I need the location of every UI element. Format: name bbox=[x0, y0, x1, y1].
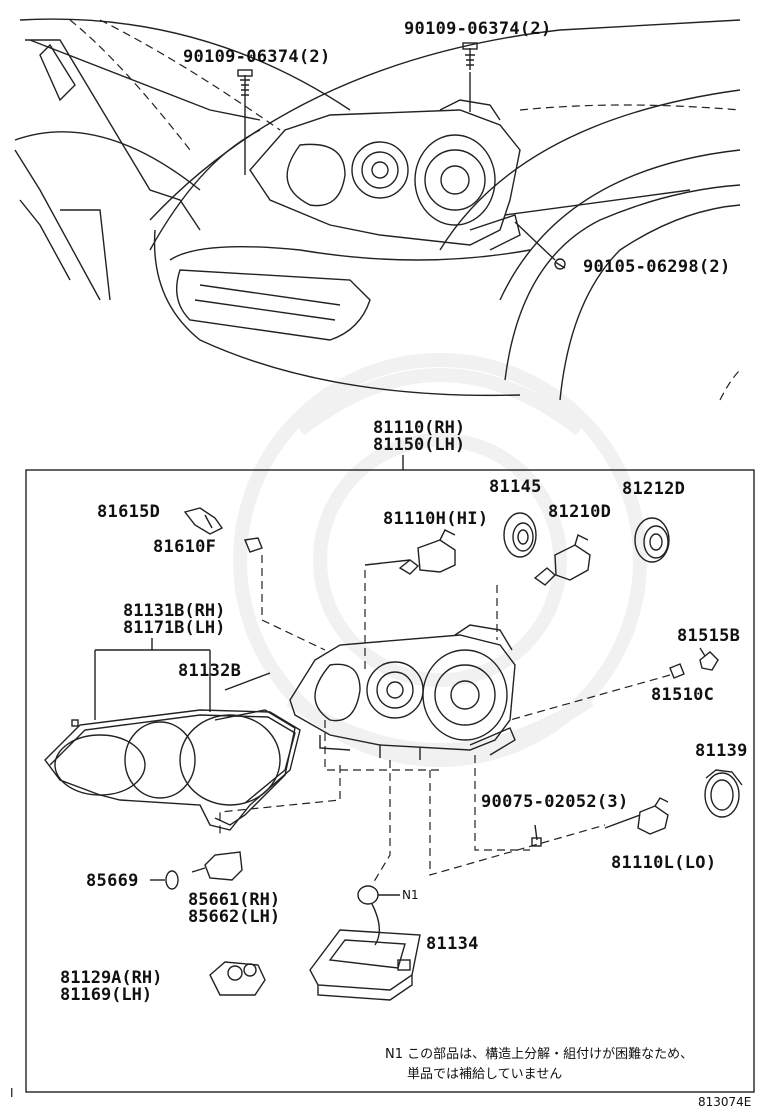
label-90075: 90075-02052(3) bbox=[481, 792, 629, 812]
label-81132b: 81132B bbox=[178, 661, 242, 681]
bulb-81610f bbox=[244, 537, 263, 553]
bulb-81110h bbox=[398, 529, 456, 575]
bulb-81210d bbox=[533, 534, 591, 586]
label-81510c: 81510C bbox=[651, 685, 715, 705]
oring-85669 bbox=[150, 870, 179, 890]
label-bolt-right: 90105-06298(2) bbox=[583, 257, 731, 277]
bolt-90075 bbox=[531, 824, 542, 847]
note-line-1: N1 この部品は、構造上分解・組付けが困難なため、 bbox=[385, 1047, 694, 1062]
leveling-motor-81129a bbox=[209, 961, 266, 996]
label-81210d: 81210D bbox=[548, 502, 612, 522]
bulb-81110l bbox=[604, 797, 669, 835]
label-81169: 81169(LH) bbox=[60, 985, 153, 1005]
label-n1: N1 bbox=[402, 888, 419, 902]
label-85669: 85669 bbox=[86, 871, 139, 891]
label-81615d: 81615D bbox=[97, 502, 161, 522]
cap-81212d bbox=[634, 517, 670, 563]
cap-81139 bbox=[704, 769, 743, 818]
connector-n1 bbox=[357, 885, 380, 946]
label-81171b: 81171B(LH) bbox=[123, 618, 226, 638]
label-81110h: 81110H(HI) bbox=[383, 509, 489, 529]
socket-81615d bbox=[183, 507, 224, 535]
label-81139: 81139 bbox=[695, 741, 748, 761]
ballast-81134 bbox=[309, 929, 421, 1001]
label-85661: 85661(RH) bbox=[188, 890, 281, 910]
igniter-85661 bbox=[191, 851, 243, 881]
car-front-scene bbox=[14, 18, 741, 401]
lens-gasket bbox=[214, 709, 296, 826]
assembly-box bbox=[25, 469, 755, 1093]
label-81145: 81145 bbox=[489, 477, 542, 497]
label-assembly-lh: 81150(LH) bbox=[373, 435, 466, 455]
watermark-logo bbox=[233, 353, 647, 767]
label-81212d: 81212D bbox=[622, 479, 686, 499]
figure-code: 813074E bbox=[698, 1095, 752, 1109]
label-81515b: 81515B bbox=[677, 626, 741, 646]
note-line-2: 単品では補給していません bbox=[407, 1067, 563, 1082]
label-81134: 81134 bbox=[426, 934, 479, 954]
label-81110l: 81110L(LO) bbox=[611, 853, 717, 873]
bulb-81510c bbox=[669, 663, 685, 679]
label-81610f: 81610F bbox=[153, 537, 217, 557]
headlamp-housing bbox=[289, 624, 516, 760]
label-bolt-upper-left: 90109-06374(2) bbox=[183, 47, 331, 67]
leader-lines bbox=[94, 555, 671, 896]
label-85662: 85662(LH) bbox=[188, 907, 281, 927]
label-81131b: 81131B(RH) bbox=[123, 601, 226, 621]
corner-mark: I bbox=[10, 1086, 14, 1100]
label-assembly-rh: 81110(RH) bbox=[373, 418, 466, 438]
headlamp-lens bbox=[44, 709, 301, 831]
label-81129a: 81129A(RH) bbox=[60, 968, 163, 988]
label-bolt-upper-right: 90109-06374(2) bbox=[404, 19, 552, 39]
cap-81145 bbox=[503, 512, 537, 558]
socket-81515b bbox=[699, 647, 719, 671]
